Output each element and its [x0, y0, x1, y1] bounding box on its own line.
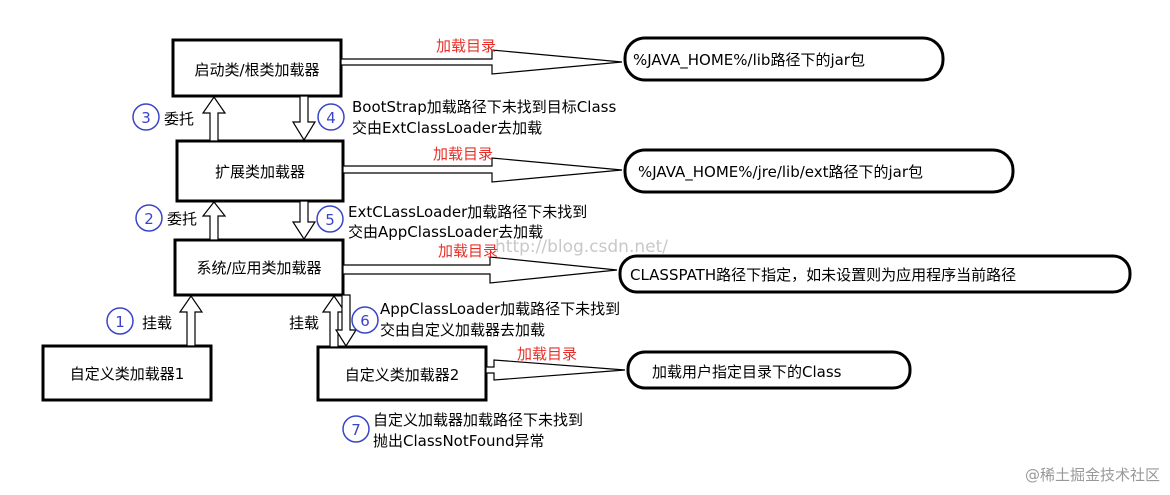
custom-loader-1-label: 自定义类加载器1 [70, 365, 185, 383]
application-target-box: CLASSPATH路径下指定，如未设置则为应用程序当前路径 [618, 254, 1132, 294]
step-6-mount-label: 挂载 [289, 314, 319, 332]
load-arrow-application [342, 256, 618, 284]
watermark: http://blog.csdn.net/ [495, 237, 668, 257]
mount-arrow-custom2-to-app [321, 294, 347, 348]
load-arrow-custom2 [485, 359, 626, 381]
load-dir-label-bootstrap: 加载目录 [436, 37, 496, 55]
step-1-marker: 1 [106, 307, 134, 335]
footer-credit: @稀土掘金技术社区 [1025, 466, 1160, 484]
application-target-label: CLASSPATH路径下指定，如未设置则为应用程序当前路径 [630, 266, 1016, 284]
svg-text:1: 1 [115, 313, 125, 331]
step-5-marker: 5 [316, 205, 344, 233]
step-2-marker: 2 [135, 204, 163, 232]
step-4-line1: BootStrap加载路径下未找到目标Class [352, 98, 616, 116]
load-arrow-bootstrap [340, 49, 623, 75]
step-5-line1: ExtCLassLoader加载路径下未找到 [348, 203, 587, 221]
extension-target-label: %JAVA_HOME%/jre/lib/ext路径下的jar包 [638, 163, 923, 182]
custom-loader-2-label: 自定义类加载器2 [345, 366, 460, 384]
bootstrap-target-box: %JAVA_HOME%/lib路径下的jar包 [623, 36, 945, 82]
step-3-marker: 3 [132, 103, 160, 131]
extension-loader-label: 扩展类加载器 [215, 163, 305, 181]
custom-loader-1-box: 自定义类加载器1 [41, 344, 213, 402]
fallback-arrow-app-to-custom2 [334, 294, 358, 348]
load-dir-label-extension: 加载目录 [433, 145, 493, 163]
step-5-line2: 交由AppClassLoader去加载 [348, 223, 543, 241]
load-dir-label-application: 加载目录 [438, 242, 498, 260]
svg-text:5: 5 [325, 211, 335, 229]
step-2-label: 委托 [167, 210, 197, 228]
svg-text:2: 2 [144, 210, 154, 228]
fallback-arrow-boot-to-ext [291, 95, 317, 142]
step-3-label: 委托 [164, 110, 194, 128]
load-dir-label-custom2: 加载目录 [517, 345, 577, 363]
svg-text:6: 6 [360, 312, 370, 330]
step-7-marker: 7 [342, 415, 370, 443]
svg-text:4: 4 [326, 109, 336, 127]
step-6-line2: 交由自定义加载器去加载 [380, 321, 545, 339]
step-4-marker: 4 [317, 103, 345, 131]
application-loader-label: 系统/应用类加载器 [196, 259, 321, 277]
mount-arrow-custom1-to-app [178, 294, 204, 347]
step-6-marker: 6 [351, 306, 379, 334]
step-1-label: 挂载 [142, 314, 172, 332]
custom2-target-box: 加载用户指定目录下的Class [626, 350, 912, 390]
application-loader-box: 系统/应用类加载器 [173, 238, 345, 297]
step-7-line2: 抛出ClassNotFound异常 [373, 432, 545, 450]
delegate-arrow-ext-to-boot [201, 95, 227, 142]
svg-text:7: 7 [351, 421, 361, 439]
step-7-line1: 自定义加载器加载路径下未找到 [373, 411, 583, 429]
extension-target-box: %JAVA_HOME%/jre/lib/ext路径下的jar包 [623, 148, 1015, 194]
extension-loader-box: 扩展类加载器 [175, 139, 345, 203]
load-arrow-extension [342, 157, 623, 183]
step-6-line1: AppClassLoader加载路径下未找到 [380, 300, 620, 318]
custom-loader-2-box: 自定义类加载器2 [316, 345, 488, 402]
bootstrap-target-label: %JAVA_HOME%/lib路径下的jar包 [633, 51, 865, 70]
custom2-target-label: 加载用户指定目录下的Class [652, 363, 842, 381]
bootstrap-loader-label: 启动类/根类加载器 [194, 61, 319, 79]
bootstrap-loader-box: 启动类/根类加载器 [171, 38, 343, 98]
fallback-arrow-ext-to-app [291, 200, 317, 241]
step-4-line2: 交由ExtClassLoader去加载 [352, 119, 542, 137]
svg-text:3: 3 [141, 109, 151, 127]
delegate-arrow-app-to-ext [201, 201, 227, 241]
